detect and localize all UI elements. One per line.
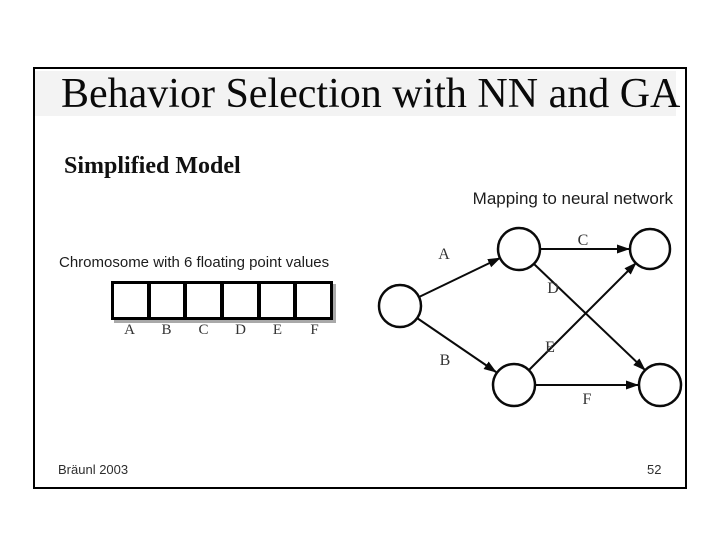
- gene-label: A: [124, 322, 135, 338]
- hidden-node-bottom: [491, 362, 537, 408]
- slide-subtitle: Simplified Model: [64, 153, 241, 179]
- footer-author: Bräunl 2003: [58, 462, 129, 477]
- edge-label-c: C: [578, 232, 589, 249]
- gene-cell-e: [260, 284, 294, 317]
- output-node-top: [628, 227, 672, 271]
- slide: Behavior Selection with NN and GA Simpli…: [33, 67, 687, 489]
- gene-label: C: [198, 322, 209, 338]
- gene-cell-f: [297, 284, 331, 317]
- hidden-node-top: [496, 226, 542, 272]
- output-node-bottom: [637, 362, 683, 408]
- gene-cell-d: [224, 284, 257, 317]
- edge-label-d: D: [547, 280, 559, 297]
- gene-cell-c: [187, 284, 221, 317]
- edge-label-e: E: [545, 339, 555, 356]
- edge-b: [416, 317, 497, 373]
- gene-label: F: [310, 322, 319, 338]
- gene-label: D: [235, 322, 246, 338]
- gene-cell-b: [150, 284, 184, 317]
- gene-labels: A B C D E F: [111, 322, 333, 339]
- input-node: [377, 283, 423, 329]
- gene-label: B: [161, 322, 172, 338]
- edge-label-a: A: [438, 246, 450, 263]
- network-caption: Mapping to neural network: [472, 189, 673, 208]
- chromosome-caption: Chromosome with 6 floating point values: [59, 254, 330, 271]
- title-band: Behavior Selection with NN and GA: [35, 71, 680, 116]
- gene-label: E: [272, 322, 283, 338]
- edge-a: [418, 257, 501, 298]
- footer-page-number: 52: [647, 462, 662, 477]
- edge-d: [533, 263, 646, 371]
- gene-cell-a: [114, 284, 147, 317]
- edge-e: [528, 262, 637, 371]
- edge-label-f: F: [583, 391, 592, 408]
- neural-network-diagram: A B C D E F: [377, 226, 683, 408]
- slide-title: Behavior Selection with NN and GA: [61, 70, 681, 117]
- chromosome-strip: [111, 281, 333, 320]
- edge-label-b: B: [440, 352, 451, 369]
